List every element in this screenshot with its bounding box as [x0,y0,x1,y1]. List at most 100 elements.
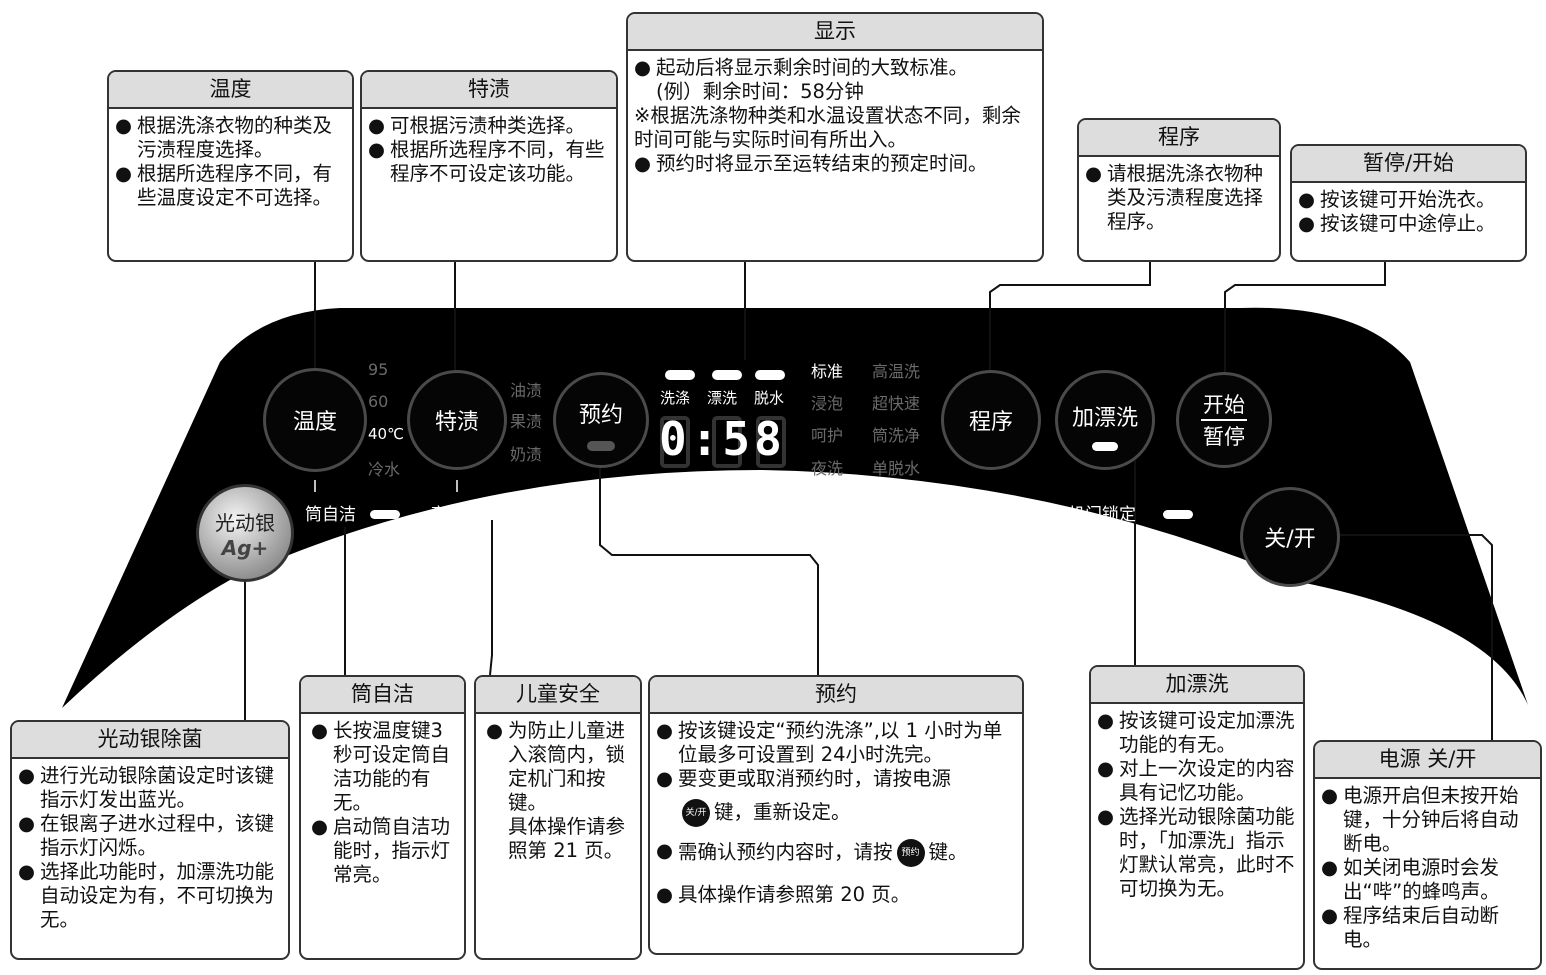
program-button[interactable]: 程序 [941,370,1041,470]
time-display: 0:58 [659,412,786,466]
stain-option-fruit: 果渍 [510,412,543,431]
temp-callout-title: 温度 [109,72,352,109]
drum-clean-label: 筒自洁 [305,505,356,525]
pause-callout-item: ●按该键可中途停止。 [1298,212,1496,235]
drum-clean-indicator [370,510,400,519]
stain-callout-item: ●根据所选程序不同，有些程序不可设定该功能。 [368,138,605,185]
silver-ion-button[interactable]: 光动银 Ag+ [196,484,294,582]
silver-callout: 光动银除菌 ●进行光动银除菌设定时该键指示灯发出蓝光。 ●在银离子进水过程中，该… [10,720,290,960]
silver-callout-item: ●在银离子进水过程中，该键指示灯闪烁。 [18,812,275,859]
reserve-callout-item: ●按该键设定“预约洗涤”,以 1 小时为单位最多可设置到 24小时洗完。 [656,719,1003,766]
temp-callout: 温度 ●根据洗涤衣物的种类及污渍程度选择。 ●根据所选程序不同，有些温度设定不可… [107,70,354,262]
pause-callout: 暂停/开始 ●按该键可开始洗衣。 ●按该键可中途停止。 [1290,144,1527,262]
drum-callout-title: 筒自洁 [301,677,464,714]
power-key-icon: 关/开 [682,799,710,827]
stain-option-oil: 油渍 [510,381,543,400]
temp-option-60: 60 [368,392,389,411]
stain-button[interactable]: 特渍 [407,370,507,470]
extra-rinse-label: 加漂洗 [1071,405,1138,431]
stain-option-milk: 奶渍 [510,445,543,464]
display-callout-example: (例）剩余时间：58分钟 [656,80,864,103]
drum-callout: 筒自洁 ●长按温度键3 秒可设定筒自洁功能的有无。 ●启动筒自洁功能时，指示灯常… [299,675,466,960]
stage-spin-label: 脱水 [754,389,785,407]
stain-callout: 特渍 ●可根据污渍种类选择。 ●根据所选程序不同，有些程序不可设定该功能。 [360,70,618,262]
program-option-drum: 筒洗净 [872,426,921,445]
reserve-callout-title: 预约 [650,677,1022,714]
spin-indicator [755,370,785,380]
rinse-callout-title: 加漂洗 [1091,667,1303,704]
reserve-callout: 预约 ●按该键设定“预约洗涤”,以 1 小时为单位最多可设置到 24小时洗完。 … [648,675,1024,955]
display-callout-title: 显示 [628,14,1042,51]
power-callout-item: ●程序结束后自动断电。 [1321,904,1500,951]
pause-label: 暂停 [1203,425,1245,449]
silver-ion-label: 光动银 [215,510,275,535]
wash-indicator [665,370,695,380]
program-option-standard: 标准 [811,362,844,381]
stain-callout-title: 特渍 [362,72,616,109]
reserve-callout-item: ●需确认预约内容时，请按预约键。 [656,839,1018,867]
temp-button[interactable]: 温度 [263,368,367,472]
program-option-care: 呵护 [811,426,844,445]
temp-option-95: 95 [368,360,389,379]
silver-callout-item: ●进行光动银除菌设定时该键指示灯发出蓝光。 [18,764,275,811]
program-option-soak: 浸泡 [811,394,844,413]
program-callout-title: 程序 [1079,120,1279,157]
power-callout: 电源 关/开 ●电源开启但未按开始键，十分钟后将自动断电。 ●如关闭电源时会发出… [1313,740,1542,970]
display-callout: 显示 ●起动后将显示剩余时间的大致标准。 (例）剩余时间：58分钟 ※根据洗涤物… [626,12,1044,262]
power-button[interactable]: 关/开 [1240,487,1340,587]
child-callout-ref: 具体操作请参照第 21 页。 [508,815,626,862]
power-callout-item: ●如关闭电源时会发出“哔”的蜂鸣声。 [1321,856,1500,903]
silver-callout-title: 光动银除菌 [12,722,288,759]
start-label: 开始 [1201,389,1247,421]
reserve-key-icon: 预约 [896,839,925,867]
pause-callout-title: 暂停/开始 [1292,146,1525,183]
program-option-night: 夜洗 [811,459,844,478]
display-callout-note: ※根据洗涤物种类和水温设置状态不同，剩余时间可能与实际时间有所出入。 [634,104,1021,151]
program-callout-item: ●请根据洗涤衣物种类及污渍程度选择程序。 [1085,162,1264,233]
reserve-button[interactable]: 预约 [553,372,649,468]
ag-logo-icon: Ag+ [221,535,269,560]
rinse-callout-item: ●按该键可设定加漂洗功能的有无。 [1097,709,1295,756]
temp-option-40: 40℃ [368,425,404,443]
extra-rinse-button[interactable]: 加漂洗 [1055,370,1155,470]
rinse-indicator [712,370,742,380]
door-lock-label: 机门锁定 [1068,505,1136,525]
reserve-button-label: 预约 [578,403,623,428]
rinse-callout: 加漂洗 ●按该键可设定加漂洗功能的有无。 ●对上一次设定的内容具有记忆功能。 ●… [1089,665,1305,970]
rinse-callout-item: ●对上一次设定的内容具有记忆功能。 [1097,757,1295,804]
reserve-indicator [587,441,615,451]
power-button-label: 关/开 [1264,527,1316,552]
seven-seg-ghost [660,416,786,468]
power-callout-title: 电源 关/开 [1315,742,1540,779]
program-option-quick: 超快速 [872,394,921,413]
display-callout-item: ●起动后将显示剩余时间的大致标准。 [634,56,969,79]
door-lock-indicator [1163,510,1193,519]
display-callout-item: ●预约时将显示至运转结束的预定时间。 [634,152,988,175]
rinse-callout-item: ●选择光动银除菌功能时，「加漂洗」指示灯默认常亮，此时不可切换为无。 [1097,805,1295,900]
temp-callout-item: ●根据所选程序不同，有些温度设定不可选择。 [115,162,333,209]
program-option-hot: 高温洗 [872,362,921,381]
extra-rinse-indicator [1092,441,1118,451]
pause-callout-item: ●按该键可开始洗衣。 [1298,188,1496,211]
stage-wash-label: 洗涤 [660,389,691,407]
child-lock-label: 童锁(按5秒) [430,505,523,525]
power-callout-item: ●电源开启但未按开始键，十分钟后将自动断电。 [1321,784,1519,855]
temp-button-label: 温度 [292,410,337,435]
panel-ticks [314,480,458,492]
leader-lines [244,260,1493,740]
drum-callout-item: ●长按温度键3 秒可设定筒自洁功能的有无。 [311,719,451,814]
stain-button-label: 特渍 [434,410,479,435]
reserve-callout-item2-cont: 关/开键，重新设定。 [656,799,1018,827]
silver-callout-item: ●选择此功能时，加漂洗功能自动设定为有，不可切换为无。 [18,860,275,931]
stage-rinse-label: 漂洗 [707,389,738,407]
program-button-label: 程序 [968,410,1013,435]
stain-callout-item: ●可根据污渍种类选择。 [368,114,586,137]
child-callout-item: ●为防止儿童进入滚筒内，锁定机门和按键。 [486,719,626,814]
start-pause-button[interactable]: 开始 暂停 [1176,372,1272,468]
drum-callout-item: ●启动筒自洁功能时，指示灯常亮。 [311,815,451,886]
reserve-callout-item: ●要变更或取消预约时，请按电源 [656,767,952,790]
program-option-spin: 单脱水 [872,459,921,478]
program-callout: 程序 ●请根据洗涤衣物种类及污渍程度选择程序。 [1077,118,1281,262]
reserve-callout-item: ●具体操作请参照第 20 页。 [656,883,911,906]
temp-callout-item: ●根据洗涤衣物的种类及污渍程度选择。 [115,114,333,161]
